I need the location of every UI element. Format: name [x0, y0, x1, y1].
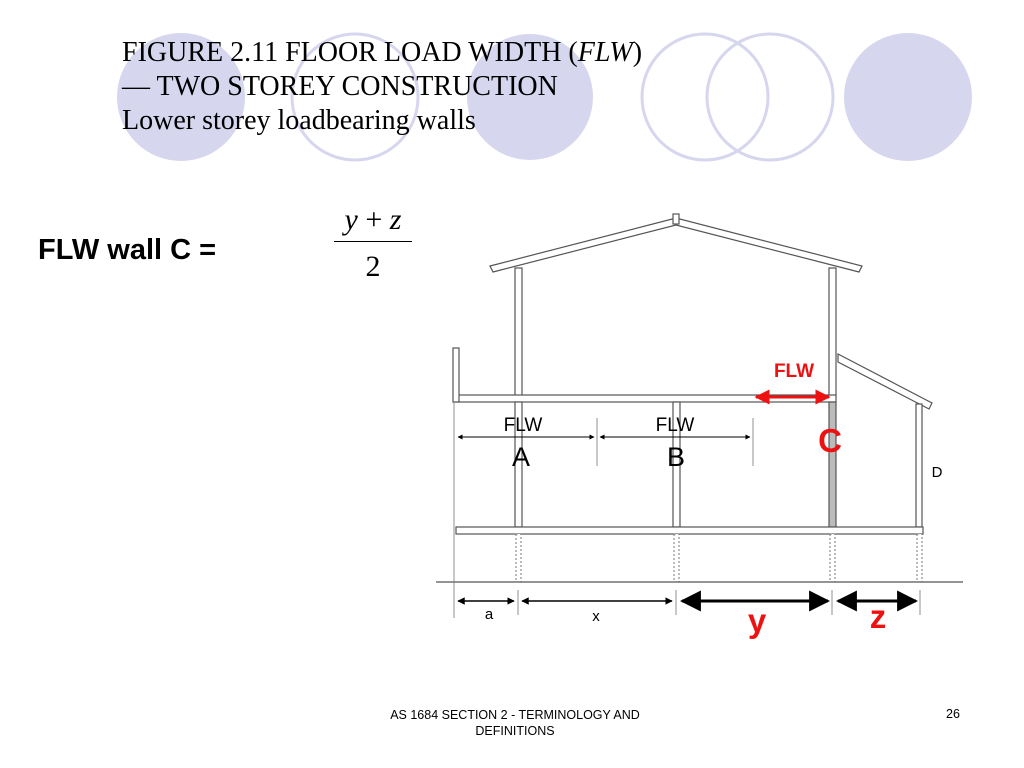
dim-x-label: x	[592, 608, 600, 625]
circle-filled-1	[117, 33, 245, 161]
extension-lines	[453, 402, 921, 618]
decorative-circles	[117, 32, 972, 162]
fraction-numerator: y + z	[344, 203, 402, 236]
circle-outline-1	[290, 32, 420, 162]
wall-a-label: A	[512, 442, 530, 472]
circle-outline-2	[640, 32, 770, 162]
page-number: 26	[946, 707, 960, 721]
flw-a-label: FLW	[504, 415, 543, 436]
main-roof	[489, 213, 863, 273]
title-line-3: Lower storey loadbearing walls	[122, 105, 476, 136]
skillion-roof	[837, 353, 933, 410]
flw-b-label: FLW	[656, 415, 695, 436]
wall-b-label: B	[667, 442, 685, 472]
circle-filled-3	[844, 33, 972, 161]
formula-label: FLW wall C =	[38, 234, 217, 266]
formula-fraction: y + z 2	[330, 203, 416, 284]
wall-c-label: C	[818, 422, 842, 459]
fraction-denominator: 2	[365, 250, 381, 283]
title-line-1: FIGURE 2.11 FLOOR LOAD WIDTH (FLW)	[122, 37, 643, 68]
lower-walls	[514, 401, 923, 528]
stumps	[515, 533, 923, 583]
dim-y-label: y	[748, 602, 767, 639]
circle-outline-3	[705, 32, 835, 162]
dim-a-label: a	[485, 606, 494, 623]
footer-text: AS 1684 SECTION 2 - TERMINOLOGY AND DEFI…	[390, 708, 640, 738]
title-line-2: — TWO STOREY CONSTRUCTION	[122, 71, 558, 102]
flw-c-label: FLW	[774, 361, 814, 382]
ground-floor	[455, 526, 924, 535]
upper-floor	[452, 347, 837, 403]
wall-d-label: D	[932, 464, 943, 481]
fraction-bar	[334, 241, 412, 242]
dim-z-label: z	[870, 598, 887, 635]
slide-title: FIGURE 2.11 FLOOR LOAD WIDTH (FLW) — TWO…	[122, 36, 642, 138]
circle-filled-2	[467, 34, 593, 160]
house-section-diagram: FLW A FLW B FLW C D a x y z	[436, 213, 963, 639]
